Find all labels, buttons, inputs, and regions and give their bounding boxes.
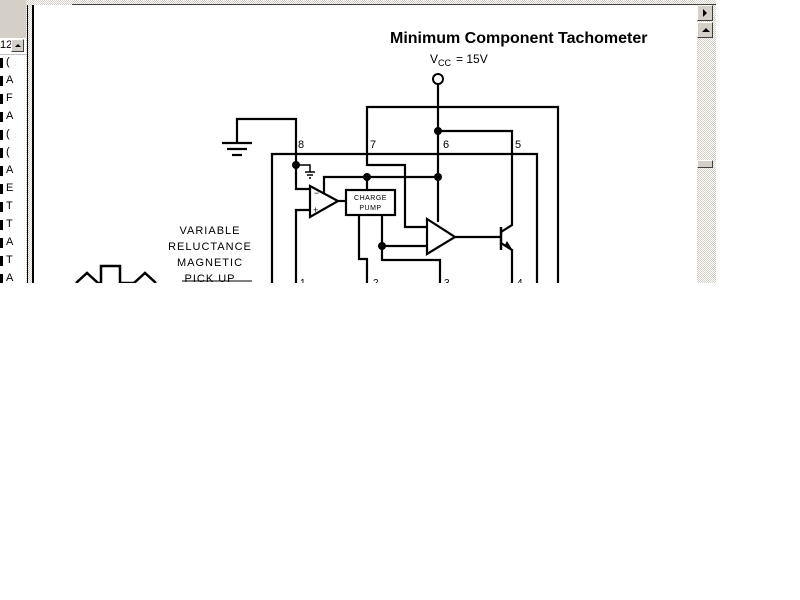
- list-item[interactable]: (: [0, 55, 26, 73]
- list-item-label: (: [6, 56, 10, 68]
- list-item[interactable]: A: [0, 163, 26, 181]
- pin8-wire: [235, 117, 298, 154]
- vertical-scrollbar[interactable]: [697, 5, 716, 283]
- pin-1-label: 1: [300, 278, 306, 283]
- splitter-edge: [27, 5, 28, 283]
- pin-2-label: 2: [373, 278, 379, 283]
- top-toolbar: [0, 0, 716, 5]
- scrollbar-thumb[interactable]: [697, 160, 713, 168]
- charge-pump-label-2: PUMP: [359, 205, 381, 212]
- pickup-label-line3: MAGNETIC: [177, 257, 243, 269]
- pin2-wire: [357, 215, 369, 283]
- pin1-wire: [294, 208, 309, 283]
- scroll-up-button[interactable]: [11, 39, 24, 52]
- item-icon: [0, 58, 3, 68]
- vcc-label: VCC= 15V: [430, 52, 488, 68]
- item-icon: [0, 256, 3, 266]
- diagram-title: Minimum Component Tachometer: [390, 30, 648, 47]
- pin5-top-wire: [438, 129, 514, 154]
- output-opamp: [425, 216, 458, 256]
- list-item[interactable]: A: [0, 73, 26, 91]
- list-item[interactable]: T: [0, 253, 26, 271]
- list-item[interactable]: (: [0, 127, 26, 145]
- list-item[interactable]: F: [0, 91, 26, 109]
- list-item[interactable]: E: [0, 181, 26, 199]
- pin-3-label: 3: [444, 278, 450, 283]
- opamp1-supply-wire: [322, 175, 437, 194]
- schematic-diagram: Minimum Component Tachometer VCC= 15V 8 …: [75, 30, 648, 283]
- internal-ground-wire: [296, 164, 311, 172]
- item-icon: [0, 112, 3, 122]
- pin-4-label: 4: [517, 278, 523, 283]
- transistor-collector: [500, 154, 514, 233]
- item-icon: [0, 76, 3, 86]
- vcc-terminal: [432, 73, 444, 85]
- list-item-label: A: [6, 272, 14, 283]
- list-item[interactable]: A: [0, 109, 26, 127]
- pickup-label-line1: VARIABLE: [180, 225, 241, 237]
- left-list-header-text: 12: [0, 39, 13, 51]
- list-item-label: T: [6, 254, 13, 266]
- gear-teeth-icon: [75, 264, 157, 283]
- list-item-label: T: [6, 200, 13, 212]
- list-item-label: A: [6, 110, 14, 122]
- pin-5-label: 5: [515, 139, 521, 151]
- list-item[interactable]: A: [0, 235, 26, 253]
- document-canvas: Minimum Component Tachometer VCC= 15V 8 …: [34, 6, 694, 283]
- list-item[interactable]: T: [0, 199, 26, 217]
- item-icon: [0, 202, 3, 212]
- pin-8-label: 8: [298, 139, 304, 151]
- item-icon: [0, 184, 3, 194]
- outer-wire-top: [365, 105, 560, 283]
- list-item[interactable]: T: [0, 217, 26, 235]
- item-icon: [0, 148, 3, 158]
- opamp-minus-sign: −: [314, 188, 319, 198]
- top-divider: [72, 4, 716, 5]
- list-item-label: F: [6, 92, 13, 104]
- ic-package-outline: [270, 152, 539, 283]
- item-icon: [0, 274, 3, 283]
- charge-pump-label-1: CHARGE: [354, 195, 387, 202]
- pin3-wire: [380, 246, 442, 283]
- pin-6-label: 6: [443, 139, 449, 151]
- panel-splitter[interactable]: [26, 0, 32, 283]
- charge-pump-block: [344, 188, 397, 217]
- pickup-label-line2: RELUCTANCE: [168, 241, 252, 253]
- item-icon: [0, 220, 3, 230]
- scroll-up-button[interactable]: [697, 22, 713, 38]
- list-item-label: T: [6, 218, 13, 230]
- item-icon: [0, 238, 3, 248]
- list-item[interactable]: (: [0, 145, 26, 163]
- list-item-label: E: [6, 182, 14, 194]
- list-item-label: (: [6, 146, 10, 158]
- list-item-label: (: [6, 128, 10, 140]
- canvas-border: [32, 5, 34, 283]
- item-icon: [0, 94, 3, 104]
- left-list-header: 12: [0, 38, 26, 55]
- list-item-label: A: [6, 236, 14, 248]
- pin7-internal-wire: [365, 154, 427, 229]
- left-panel-header-area: [0, 0, 26, 38]
- item-icon: [0, 130, 3, 140]
- pin-7-label: 7: [370, 139, 376, 151]
- pickup-label-line4: PICK UP: [184, 273, 235, 283]
- list-item-label: A: [6, 74, 14, 86]
- emitter-arrow-icon: [504, 240, 513, 251]
- list-item-label: A: [6, 164, 14, 176]
- item-icon: [0, 166, 3, 176]
- scroll-right-button[interactable]: [697, 5, 713, 21]
- list-item[interactable]: A: [0, 271, 26, 283]
- opamp-plus-sign: +: [313, 205, 318, 215]
